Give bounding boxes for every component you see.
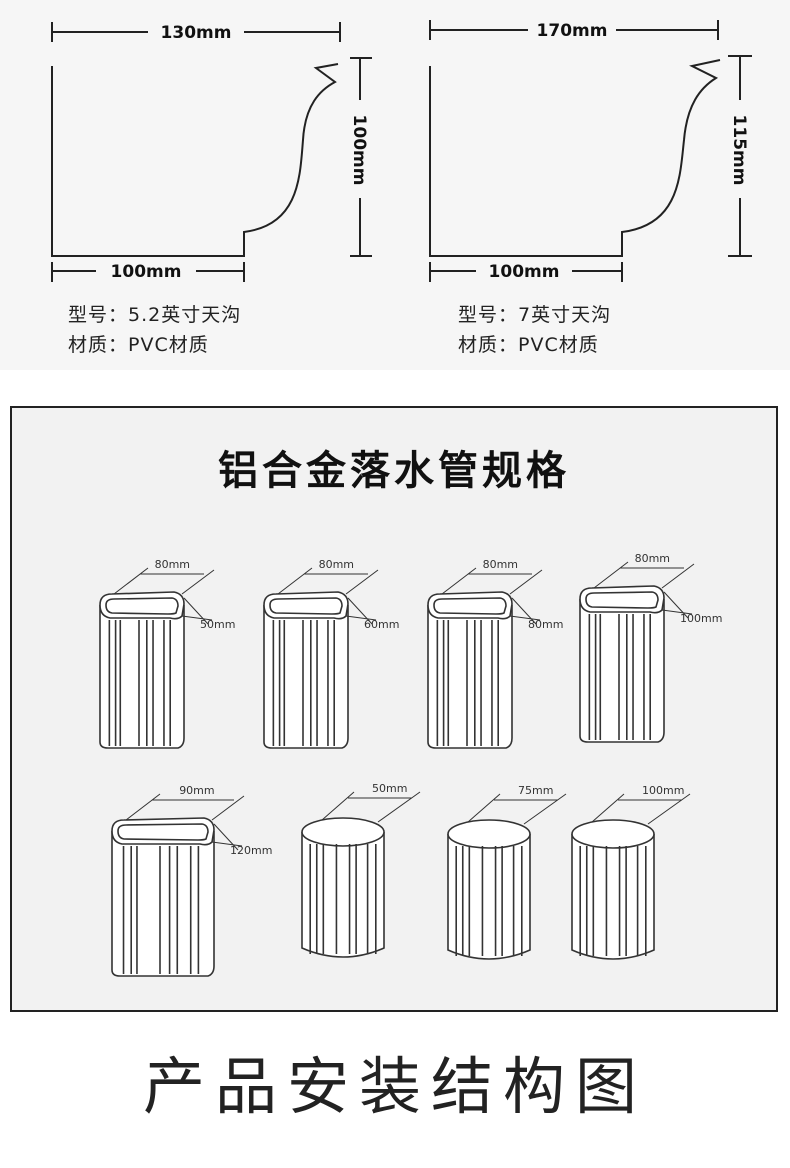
gutter-2-bottom-width-label: 100mm (489, 262, 560, 282)
gutter-1-model: 型号：5.2英寸天沟 (68, 304, 242, 326)
gutter-1-spec: 型号：5.2英寸天沟 材质：PVC材质 (68, 300, 241, 360)
downpipe-8-dim-a: 100mm (642, 784, 684, 797)
downpipe-6: 50mm (301, 782, 421, 958)
downpipe-7: 75mm (447, 784, 567, 960)
downpipe-6-dim-a: 50mm (372, 782, 407, 795)
downpipe-8: 100mm (571, 784, 691, 960)
gutter-2-material: 材质：PVC材质 (458, 334, 599, 356)
gutter-spec-section: 130mm 100mm 100mm 170mm 115mm 100mm 型号：5… (0, 0, 790, 370)
downpipe-3: 80mm 80mm (427, 558, 563, 749)
gutter-2-spec: 型号：7英寸天沟 材质：PVC材质 (458, 300, 611, 360)
downpipe-spec-panel: 铝合金落水管规格 80mm 50mm 80mm 60mm 80mm 80mm 80mm 100… (10, 406, 778, 1012)
install-structure-title: 产品安装结构图 (142, 1050, 647, 1123)
downpipe-panel-title: 铝合金落水管规格 (218, 448, 570, 494)
downpipe-4: 80mm 100mm (579, 552, 722, 743)
downpipe-2-dim-a: 80mm (319, 558, 354, 571)
gutter-2-model: 型号：7英寸天沟 (458, 304, 612, 326)
downpipe-3-dim-b: 80mm (528, 618, 563, 631)
downpipe-5-dim-a: 90mm (179, 784, 214, 797)
gutter-1-top-width-label: 130mm (161, 23, 232, 43)
gutter-1-bottom-width-label: 100mm (111, 262, 182, 282)
gutter-2-top-width-label: 170mm (537, 21, 608, 41)
downpipe-drawings: 80mm 50mm 80mm 60mm 80mm 80mm 80mm 100mm 90mm 120… (99, 552, 722, 977)
downpipe-5: 90mm 120mm (111, 784, 272, 977)
downpipe-1-dim-a: 80mm (155, 558, 190, 571)
downpipe-4-dim-b: 100mm (680, 612, 722, 625)
downpipe-4-dim-a: 80mm (635, 552, 670, 565)
gutter-1-material: 材质：PVC材质 (68, 334, 209, 356)
downpipe-7-dim-a: 75mm (518, 784, 553, 797)
gutter-profiles-drawing: 130mm 100mm 100mm 170mm 115mm 100mm (51, 20, 752, 282)
downpipe-1: 80mm 50mm (99, 558, 235, 749)
gutter-1-height-label: 100mm (349, 115, 369, 186)
downpipe-2: 80mm 60mm (263, 558, 399, 749)
downpipe-2-dim-b: 60mm (364, 618, 399, 631)
downpipe-3-dim-a: 80mm (483, 558, 518, 571)
downpipe-1-dim-b: 50mm (200, 618, 235, 631)
downpipe-5-dim-b: 120mm (230, 844, 272, 857)
gutter-2-height-label: 115mm (729, 115, 749, 186)
